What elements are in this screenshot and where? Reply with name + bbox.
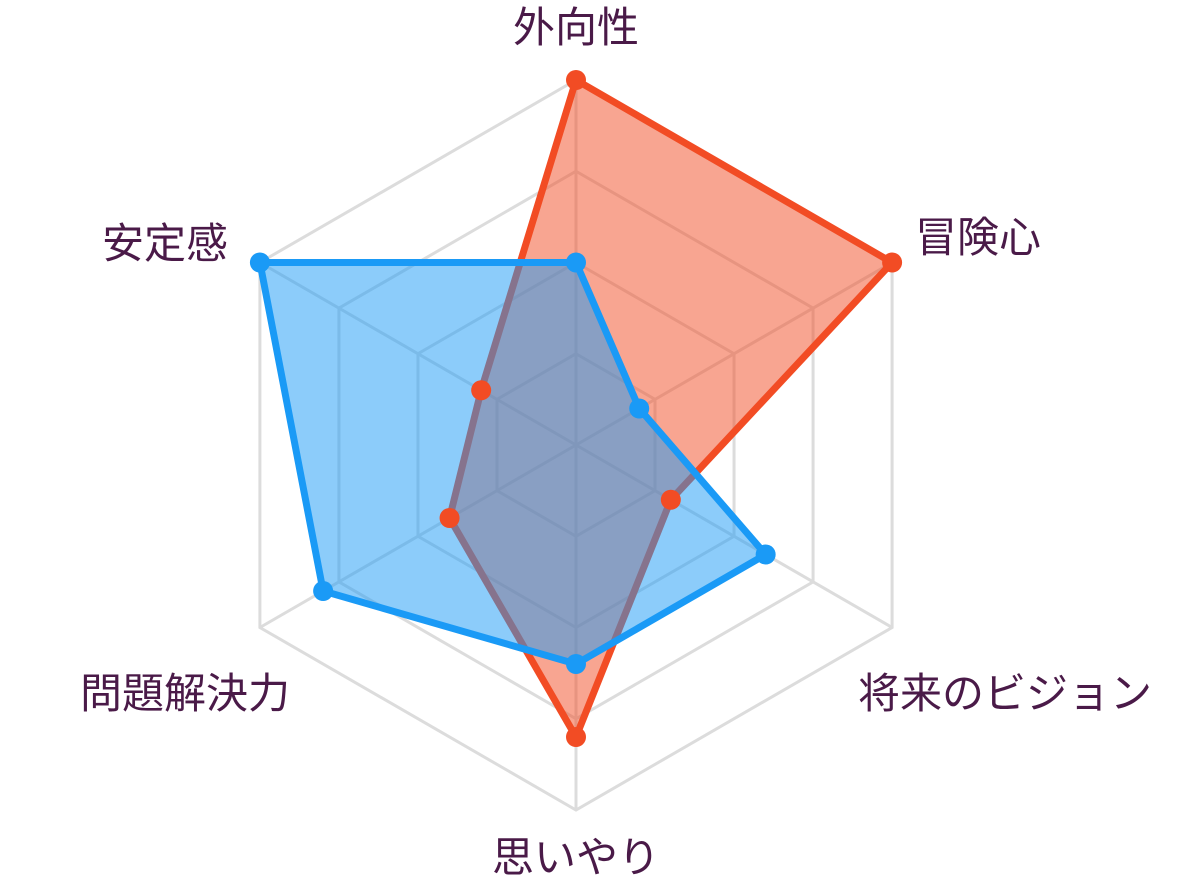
axis-label: 将来のビジョン: [858, 669, 1152, 718]
axis-label: 思いやり: [492, 833, 660, 882]
series-blue-points: [249, 252, 776, 674]
axis-label: 安定感: [102, 219, 228, 268]
data-point: [566, 654, 586, 674]
series-red-points: [439, 70, 903, 747]
data-point: [566, 252, 586, 273]
data-point: [566, 70, 586, 90]
data-point: [882, 252, 903, 273]
data-point: [313, 581, 334, 601]
data-point: [755, 544, 776, 565]
data-point: [471, 380, 492, 401]
data-point: [660, 489, 681, 510]
data-point: [566, 727, 586, 747]
axis-label: 問題解決力: [80, 669, 290, 718]
radar-series: [249, 70, 903, 747]
data-point: [629, 398, 650, 419]
data-point: [249, 252, 270, 273]
axis-label: 冒険心: [915, 213, 1041, 262]
data-point: [439, 508, 460, 528]
axis-label: 外向性: [513, 3, 639, 52]
